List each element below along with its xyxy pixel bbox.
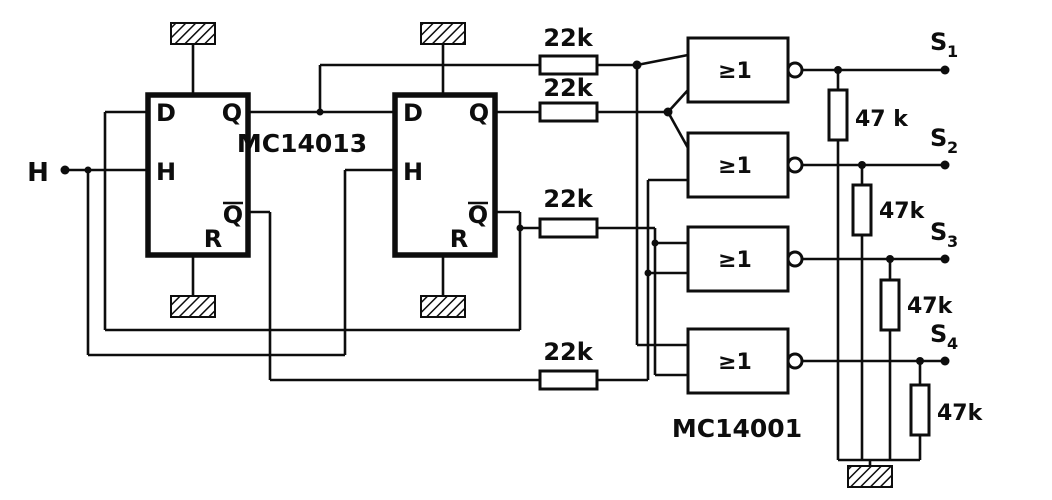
junction-dot: [316, 108, 324, 116]
resistor-22k-3-label: 22k: [543, 185, 593, 213]
resistor-22k-1: 22k: [538, 24, 599, 76]
ground-symbol-ff1-set: [170, 22, 216, 45]
resistor-47k-1-body: [827, 88, 849, 142]
junction-dot: [632, 60, 642, 70]
ground-symbol-ff1-reset: [170, 295, 216, 318]
nor-gate-3: ≥1: [686, 225, 804, 293]
flipflop-1-pin-q: Q: [222, 99, 242, 127]
resistor-22k-3-body: [538, 217, 599, 239]
junction-dot: [651, 239, 659, 247]
flipflop-2: D Q H Q R: [392, 92, 498, 258]
resistor-47k-4-body: [909, 383, 931, 437]
junction-dot: [516, 224, 524, 232]
resistor-22k-1-body: [538, 54, 599, 76]
output-label-s2: S: [930, 124, 947, 152]
nor-gate-4-body: [686, 327, 790, 395]
flipflop-1-body: [145, 92, 251, 258]
nor-gate-1-bubble: [786, 61, 804, 79]
nor-gate-4-symbol: ≥1: [718, 350, 752, 375]
resistor-47k-3-body: [879, 278, 901, 332]
output-label-s4: S: [930, 320, 947, 348]
resistor-47k-3-label: 47k: [907, 294, 954, 319]
resistor-22k-2-body: [538, 101, 599, 123]
output-label-s2-sub: 2: [947, 138, 958, 157]
ground-symbol-ff2-reset: [420, 295, 466, 318]
resistor-47k-2: 47k: [851, 183, 926, 237]
resistor-47k-4-label: 47k: [937, 401, 984, 426]
resistor-47k-3: 47k: [879, 278, 954, 332]
output-s1: S 1: [930, 28, 958, 75]
output-terminal-s2: [940, 160, 950, 170]
output-s2: S 2: [930, 124, 958, 170]
flipflop-2-body: [392, 92, 498, 258]
nor-gate-4-bubble: [786, 352, 804, 370]
resistor-22k-2-label: 22k: [543, 74, 593, 102]
output-terminal-s1: [940, 65, 950, 75]
output-label-s4-sub: 4: [947, 334, 958, 353]
chip-label-mc14013: MC14013: [237, 129, 367, 158]
output-label-s1: S: [930, 28, 947, 56]
clock-input: H: [27, 158, 70, 188]
output-s4: S 4: [930, 320, 958, 366]
output-terminal-s4: [940, 356, 950, 366]
flipflop-1: D Q H Q R: [145, 92, 251, 258]
chip-label-mc14001: MC14001: [672, 414, 802, 443]
resistor-22k-1-label: 22k: [543, 24, 593, 52]
junction-dot: [886, 255, 894, 263]
flipflop-2-pin-clock: H: [403, 158, 423, 186]
junction-dot: [663, 107, 673, 117]
output-label-s3: S: [930, 218, 947, 246]
ground-symbol-ff2-set: [420, 22, 466, 45]
output-s3: S 3: [930, 218, 958, 264]
junction-dot: [644, 269, 652, 277]
clock-input-terminal: [60, 165, 70, 175]
flipflop-2-pin-reset: R: [450, 225, 468, 253]
nor-gate-3-bubble: [786, 250, 804, 268]
resistor-47k-2-body: [851, 183, 873, 237]
nor-gate-3-body: [686, 225, 790, 293]
flipflop-1-pin-d: D: [156, 99, 176, 127]
junction-dots: [84, 60, 924, 365]
resistor-47k-1-label: 47 k: [855, 107, 909, 132]
resistor-22k-2: 22k: [538, 74, 599, 123]
junction-dot: [858, 161, 866, 169]
nor-gate-1-symbol: ≥1: [718, 59, 752, 84]
resistor-22k-4-label: 22k: [543, 338, 593, 366]
ground-symbol-pulldown: [847, 465, 893, 488]
nor-gate-2-bubble: [786, 156, 804, 174]
junction-dot: [84, 166, 92, 174]
output-label-s3-sub: 3: [947, 232, 958, 251]
nor-gate-2-symbol: ≥1: [718, 154, 752, 179]
nor-gate-2: ≥1: [686, 131, 804, 199]
nor-gate-2-body: [686, 131, 790, 199]
flipflop-1-pin-clock: H: [156, 158, 176, 186]
output-label-s1-sub: 1: [947, 42, 958, 61]
resistor-22k-3: 22k: [538, 185, 599, 239]
nor-gate-1: ≥1: [686, 36, 804, 104]
wires: [65, 45, 945, 467]
resistor-47k-1: 47 k: [827, 88, 909, 142]
resistor-22k-4: 22k: [538, 338, 599, 391]
flipflop-2-pin-d: D: [403, 99, 423, 127]
resistor-22k-4-body: [538, 369, 599, 391]
flipflop-2-pin-qbar: Q: [468, 201, 488, 229]
flipflop-2-pin-q: Q: [469, 99, 489, 127]
resistor-47k-4: 47k: [909, 383, 984, 437]
flipflop-1-pin-qbar: Q: [223, 201, 243, 229]
clock-input-label: H: [27, 158, 49, 188]
flipflop-1-pin-reset: R: [204, 225, 222, 253]
nor-gate-4: ≥1: [686, 327, 804, 395]
junction-dot: [916, 357, 924, 365]
nor-gate-3-symbol: ≥1: [718, 248, 752, 273]
junction-dot: [834, 66, 842, 74]
output-terminal-s3: [940, 254, 950, 264]
resistor-47k-2-label: 47k: [879, 199, 926, 224]
